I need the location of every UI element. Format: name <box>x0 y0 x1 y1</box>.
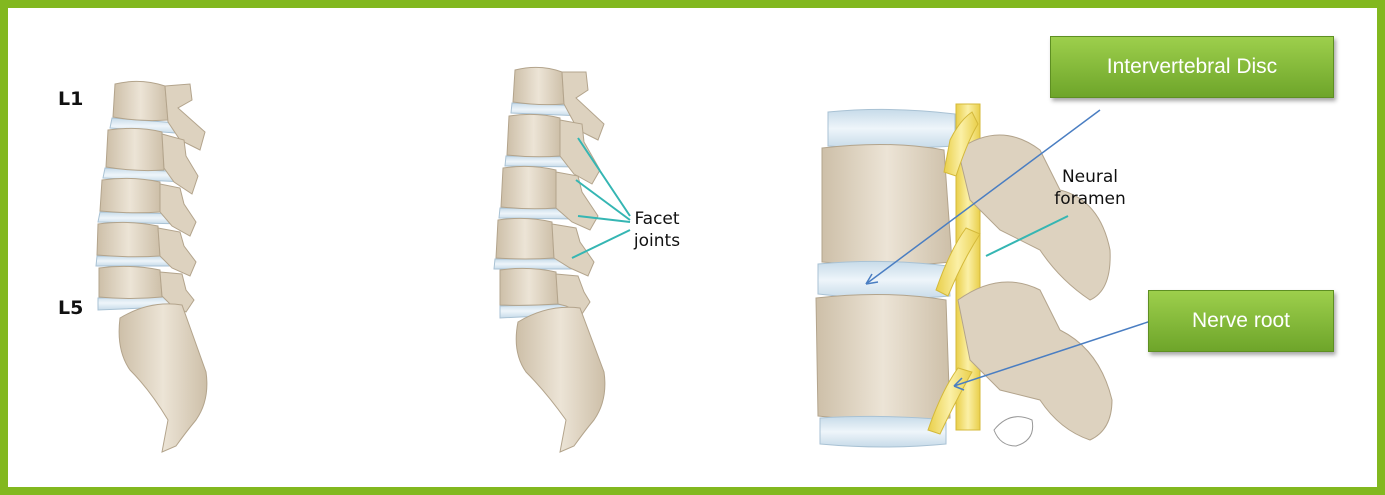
middle-sacrum <box>516 307 605 452</box>
callout-intervertebral-disc: Intervertebral Disc <box>1050 36 1334 98</box>
middle-lumbar-spine <box>494 67 630 452</box>
bottom-disc <box>820 416 946 447</box>
left-sacrum <box>119 304 207 452</box>
right-closeup <box>816 104 1160 447</box>
lower-vertebral-body <box>816 294 950 420</box>
lower-posterior-element <box>958 282 1112 440</box>
callout-nerve-root: Nerve root <box>1148 290 1334 352</box>
upper-vertebral-body <box>822 144 952 265</box>
label-neural-line2: foramen <box>1040 188 1140 210</box>
label-facet-line1: Facet <box>626 208 688 230</box>
left-lumbar-spine <box>96 81 207 452</box>
middle-vertebral-bodies <box>496 67 564 305</box>
pedicle-cut <box>994 417 1033 446</box>
label-neural-line1: Neural <box>1040 166 1140 188</box>
label-l5: L5 <box>58 297 83 319</box>
label-neural-foramen: Neural foramen <box>1040 166 1140 210</box>
label-facet-line2: joints <box>626 230 688 252</box>
label-l1: L1 <box>58 88 83 110</box>
label-facet-joints: Facet joints <box>626 208 688 252</box>
top-disc <box>828 109 955 148</box>
middle-disc <box>818 261 950 298</box>
